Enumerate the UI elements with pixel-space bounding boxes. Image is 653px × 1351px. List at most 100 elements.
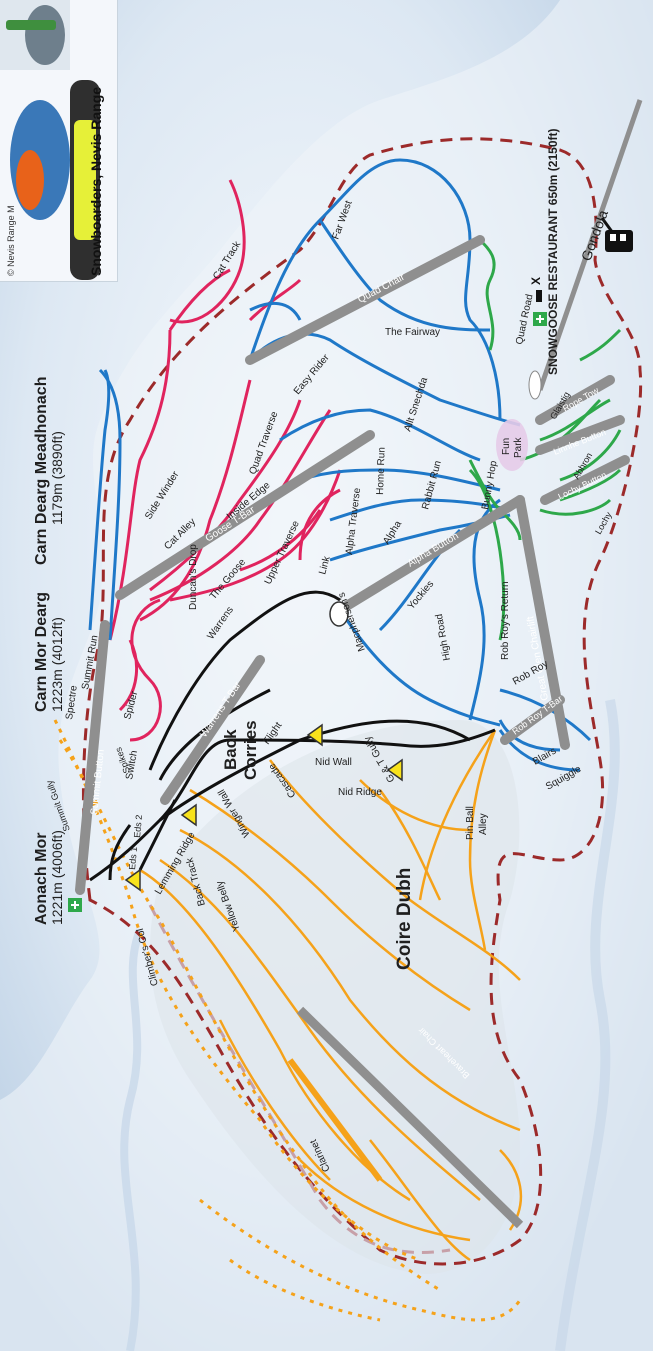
- run-pin-ball-alley-line1: Pin Ball: [465, 806, 476, 840]
- area-fun-park-line2: Park: [513, 436, 524, 458]
- toilets-icon: X: [529, 277, 543, 285]
- offpiste-route-4: [229, 1258, 381, 1322]
- peak-aonach-mor-name: Aonach Mor: [33, 833, 50, 925]
- green-run: [539, 398, 611, 442]
- green-runs: [468, 238, 622, 641]
- blue-run: [338, 609, 501, 727]
- black-run: [108, 824, 132, 881]
- blue-run: [249, 301, 302, 321]
- red-run: [169, 469, 342, 602]
- run-nid-wall: Nid Wall: [315, 757, 352, 768]
- blue-run: [248, 158, 502, 421]
- summit-first-aid-icon: [68, 898, 82, 912]
- green-run: [539, 498, 612, 516]
- run-home-run: Home Run: [375, 447, 388, 495]
- warrens-tbar-lift: [160, 655, 265, 805]
- blue-run: [88, 369, 111, 631]
- orange-run: [378, 789, 442, 901]
- blue-run: [498, 719, 561, 752]
- goose-tbar-lift: [115, 430, 375, 600]
- black-run: [148, 590, 341, 771]
- orange-run: [468, 729, 497, 951]
- offpiste-route-1: [53, 719, 421, 1262]
- photo-inset: Snowboarders, Nevis Range © Nevis Range …: [0, 0, 118, 282]
- red-run: [149, 399, 302, 592]
- run-the-fairway: The Fairway: [385, 327, 440, 338]
- quad-chair-lift: [245, 235, 485, 365]
- summit-button-lift: [75, 620, 110, 895]
- warning-triangle-icon: [180, 803, 197, 827]
- orange-run: [189, 788, 471, 1012]
- run-eds-1: Eds 1: [127, 846, 139, 870]
- valley-shadow: [555, 699, 620, 1351]
- peak-aonach-mor-height: 1221m (4006ft): [49, 830, 65, 925]
- snowboarders-photo: [0, 0, 117, 281]
- lochy-button-lift: [540, 455, 630, 505]
- labels: Aonach Mor 1221m (4006ft) Carn Mor Dearg…: [33, 129, 611, 971]
- green-run: [559, 468, 622, 502]
- run-pin-ball-alley-line2: Alley: [478, 813, 489, 835]
- offpiste-route-3: [199, 1198, 522, 1322]
- ridge-shadow: [120, 928, 144, 1351]
- area-back-corries-line2: Corries: [241, 720, 260, 780]
- black-run: [158, 688, 271, 781]
- orange-run: [139, 868, 411, 1202]
- green-run: [579, 328, 622, 362]
- run-switch: Switch: [124, 750, 140, 781]
- blue-run: [299, 468, 501, 492]
- black-run: [138, 799, 177, 871]
- warning-triangle-icon: [306, 723, 323, 747]
- blue-run: [318, 219, 491, 332]
- peak-carn-dearg-name: Carn Dearg Meadhonach: [33, 377, 50, 565]
- warning-triangle-icon: [386, 758, 403, 782]
- clarinet-run: [287, 1058, 383, 1182]
- photo-caption: Snowboarders, Nevis Range: [88, 86, 104, 276]
- lift-hub-icon: [329, 601, 349, 627]
- red-run: [248, 278, 302, 322]
- green-run: [468, 468, 506, 641]
- blue-runs: [88, 158, 592, 772]
- area-back-corries-line1: Back: [221, 729, 240, 770]
- lifts: [75, 235, 630, 895]
- peak-carn-mor-dearg-name: Carn Mor Dearg: [33, 592, 50, 712]
- warning-triangle-icon: [124, 868, 141, 892]
- run-duncans-drop-line: Duncan's Drop: [188, 544, 199, 610]
- gondola-cabin-icon: [600, 217, 633, 252]
- peak-carn-dearg-height: 1179m (3890ft): [49, 431, 65, 525]
- ski-area-boundary: [81, 137, 643, 1266]
- blue-run: [279, 408, 481, 462]
- restaurant-icon: [536, 290, 542, 302]
- alpha-button-lift: [335, 495, 525, 615]
- peak-carn-mor-dearg-height: 1223m (4012ft): [49, 617, 65, 712]
- rope-tow-lift: [535, 375, 615, 425]
- restaurant-icons: X: [528, 277, 547, 400]
- green-run: [559, 429, 622, 482]
- run-link: Link: [317, 554, 333, 576]
- snowgoose-building-icon: [528, 370, 542, 400]
- area-coire-dubh: Coire Dubh: [394, 868, 415, 970]
- rob-roy-tbar-lift: [500, 695, 565, 745]
- linnhe-button-lift: [535, 415, 625, 455]
- gondola-line: [537, 99, 643, 391]
- orange-runs: [139, 729, 523, 1262]
- red-run: [108, 329, 172, 641]
- red-runs: [108, 179, 342, 742]
- black-run: [159, 719, 471, 822]
- orange-run: [299, 1159, 471, 1242]
- red-run: [239, 509, 322, 572]
- orange-run: [418, 729, 497, 901]
- run-rob-roys-return: Rob Roy's Return: [500, 581, 511, 660]
- orange-run: [159, 858, 481, 1201]
- braveheart-chair-lift: [296, 1006, 524, 1229]
- run-spectre: Spectre: [64, 684, 80, 720]
- black-runs: [89, 590, 496, 882]
- fun-park-area: [496, 419, 528, 471]
- green-run: [519, 398, 602, 462]
- red-run: [149, 409, 332, 602]
- red-run: [298, 488, 341, 561]
- orange-run: [218, 1019, 331, 1181]
- warning-triangles: [124, 723, 403, 892]
- red-run: [118, 639, 139, 712]
- orange-run: [269, 759, 521, 981]
